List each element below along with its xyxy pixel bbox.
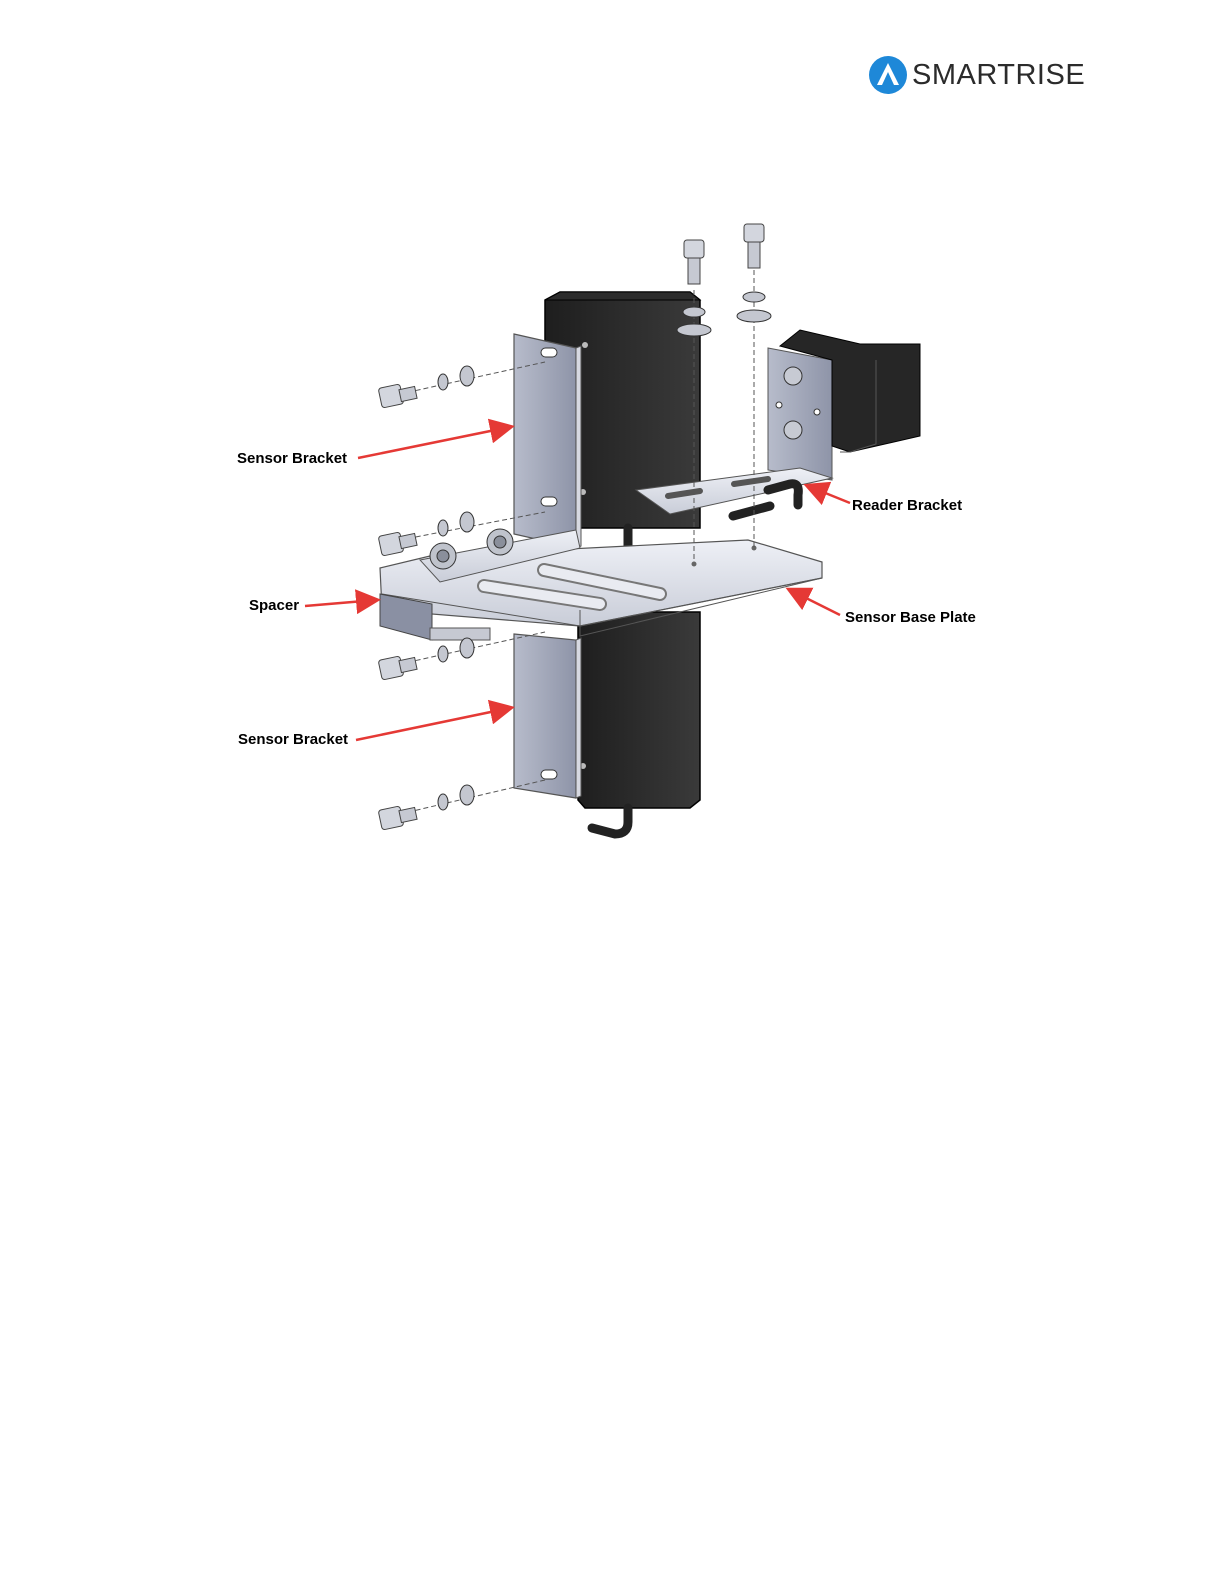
sensor-body-lower — [578, 612, 700, 834]
callout-sensor-bracket-top: Sensor Bracket — [237, 450, 347, 468]
arrow-sensor-base-plate — [790, 590, 840, 615]
arrow-sensor-bracket-bottom — [356, 708, 510, 740]
callout-spacer: Spacer — [249, 597, 299, 615]
arrow-spacer — [305, 600, 376, 606]
callout-reader-bracket: Reader Bracket — [852, 497, 962, 515]
sensor-bracket-upper — [514, 334, 581, 548]
sensor-base-plate — [380, 529, 822, 636]
callout-sensor-bracket-bottom: Sensor Bracket — [238, 731, 348, 749]
callout-sensor-base-plate: Sensor Base Plate — [845, 609, 976, 627]
arrow-reader-bracket — [808, 486, 850, 503]
arrow-sensor-bracket-top — [358, 427, 510, 458]
sensor-bracket-lower — [514, 634, 581, 798]
